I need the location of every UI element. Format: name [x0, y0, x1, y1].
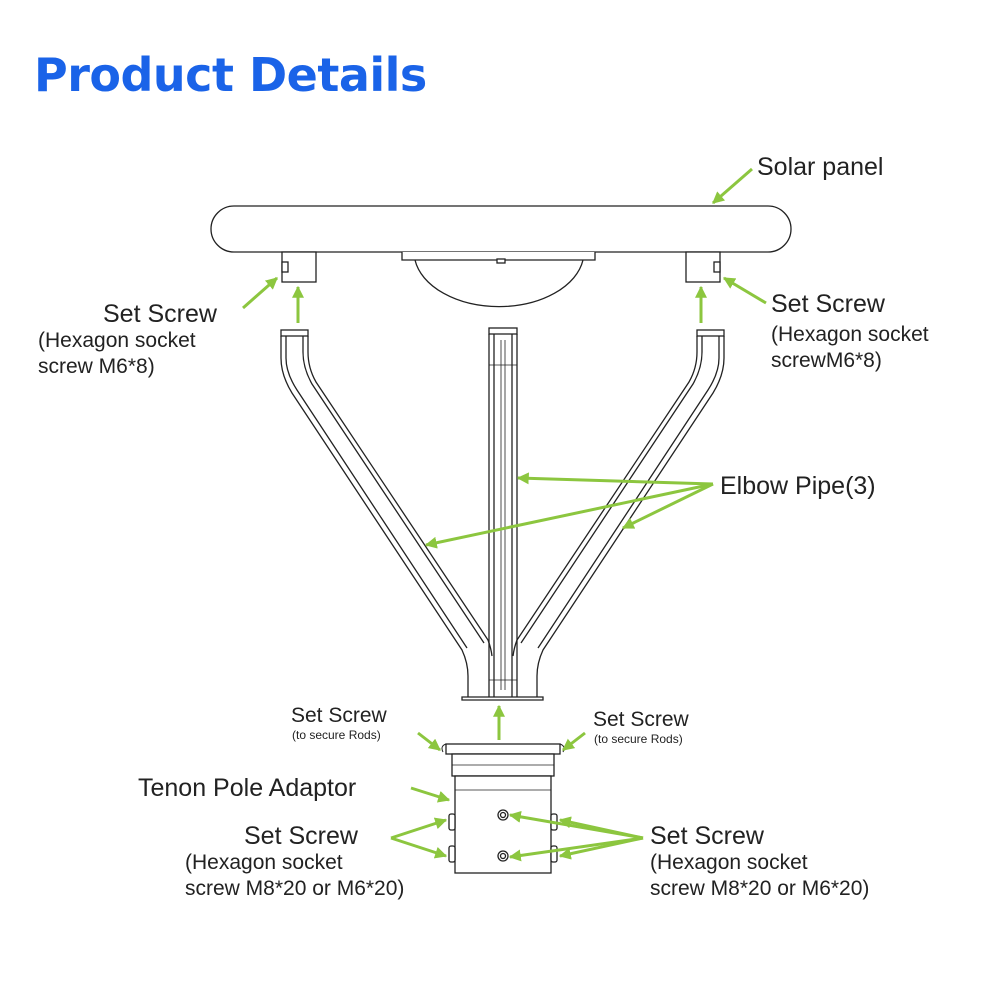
arrow-elbow-left: [424, 482, 714, 549]
arrow-rods-right: [562, 731, 586, 752]
label-set-screw-adaptor-left-name: Set Screw: [244, 822, 358, 850]
label-solar-panel: Solar panel: [757, 153, 884, 181]
label-set-screw-adaptor-right-line2: screw M8*20 or M6*20): [650, 877, 870, 900]
arrow-adaptor-left-top: [390, 817, 448, 840]
label-set-screw-rods-right-note: (to secure Rods): [594, 732, 683, 746]
arrow-tenon: [410, 786, 451, 803]
elbow-pipe-left: [280, 329, 493, 697]
bracket-right: [685, 251, 721, 283]
arrow-adaptor-right-4: [558, 836, 644, 860]
arrow-adaptor-right-2: [558, 816, 644, 840]
bracket-left: [281, 251, 317, 283]
arrow-elbow-right: [621, 482, 714, 530]
label-set-screw-right-line1: (Hexagon socket: [771, 323, 929, 346]
label-set-screw-adaptor-left-line1: (Hexagon socket: [185, 851, 343, 874]
label-set-screw-right: Set Screw (Hexagon socket screwM6*8): [771, 290, 929, 374]
solar-panel: [210, 205, 792, 253]
arrow-screw-left: [242, 276, 278, 310]
label-set-screw-rods-left-name: Set Screw: [291, 704, 387, 727]
label-set-screw-right-name: Set Screw: [771, 290, 885, 318]
arrow-rods-left: [417, 731, 441, 752]
label-set-screw-adaptor-left-line2: screw M8*20 or M6*20): [185, 877, 405, 900]
arrow-solar-panel: [712, 167, 753, 205]
light-dome: [401, 252, 596, 308]
label-set-screw-left-name: Set Screw: [103, 300, 217, 328]
page-title: Product Details: [34, 48, 427, 102]
label-set-screw-right-line2: screwM6*8): [771, 349, 882, 372]
label-set-screw-adaptor-left: Set Screw (Hexagon socket screw M8*20 or…: [185, 822, 404, 902]
label-set-screw-left: Set Screw (Hexagon socket screw M6*8): [38, 300, 217, 380]
tenon-pole-adaptor: [441, 743, 565, 874]
elbow-pipe-center: [488, 327, 518, 700]
arrow-adaptor-right-3: [508, 836, 644, 862]
arrow-adaptor-left-bottom: [390, 836, 448, 859]
label-set-screw-adaptor-right-line1: (Hexagon socket: [650, 851, 808, 874]
pipe-collar: [461, 696, 544, 701]
label-set-screw-adaptor-right: Set Screw (Hexagon socket screw M8*20 or…: [650, 822, 869, 902]
label-set-screw-rods-right: Set Screw (to secure Rods): [593, 708, 689, 746]
label-set-screw-rods-left-note: (to secure Rods): [292, 728, 381, 742]
label-tenon-pole-adaptor: Tenon Pole Adaptor: [138, 774, 357, 802]
arrow-elbow-center: [516, 472, 714, 486]
elbow-pipe-right: [512, 329, 725, 697]
arrow-screw-right: [722, 276, 767, 305]
label-set-screw-left-line1: (Hexagon socket: [38, 329, 196, 352]
label-set-screw-rods-right-name: Set Screw: [593, 708, 689, 731]
label-elbow-pipe: Elbow Pipe(3): [720, 472, 876, 500]
label-set-screw-adaptor-right-name: Set Screw: [650, 822, 764, 850]
label-set-screw-rods-left: Set Screw (to secure Rods): [291, 704, 387, 742]
label-set-screw-left-line2: screw M6*8): [38, 355, 155, 378]
